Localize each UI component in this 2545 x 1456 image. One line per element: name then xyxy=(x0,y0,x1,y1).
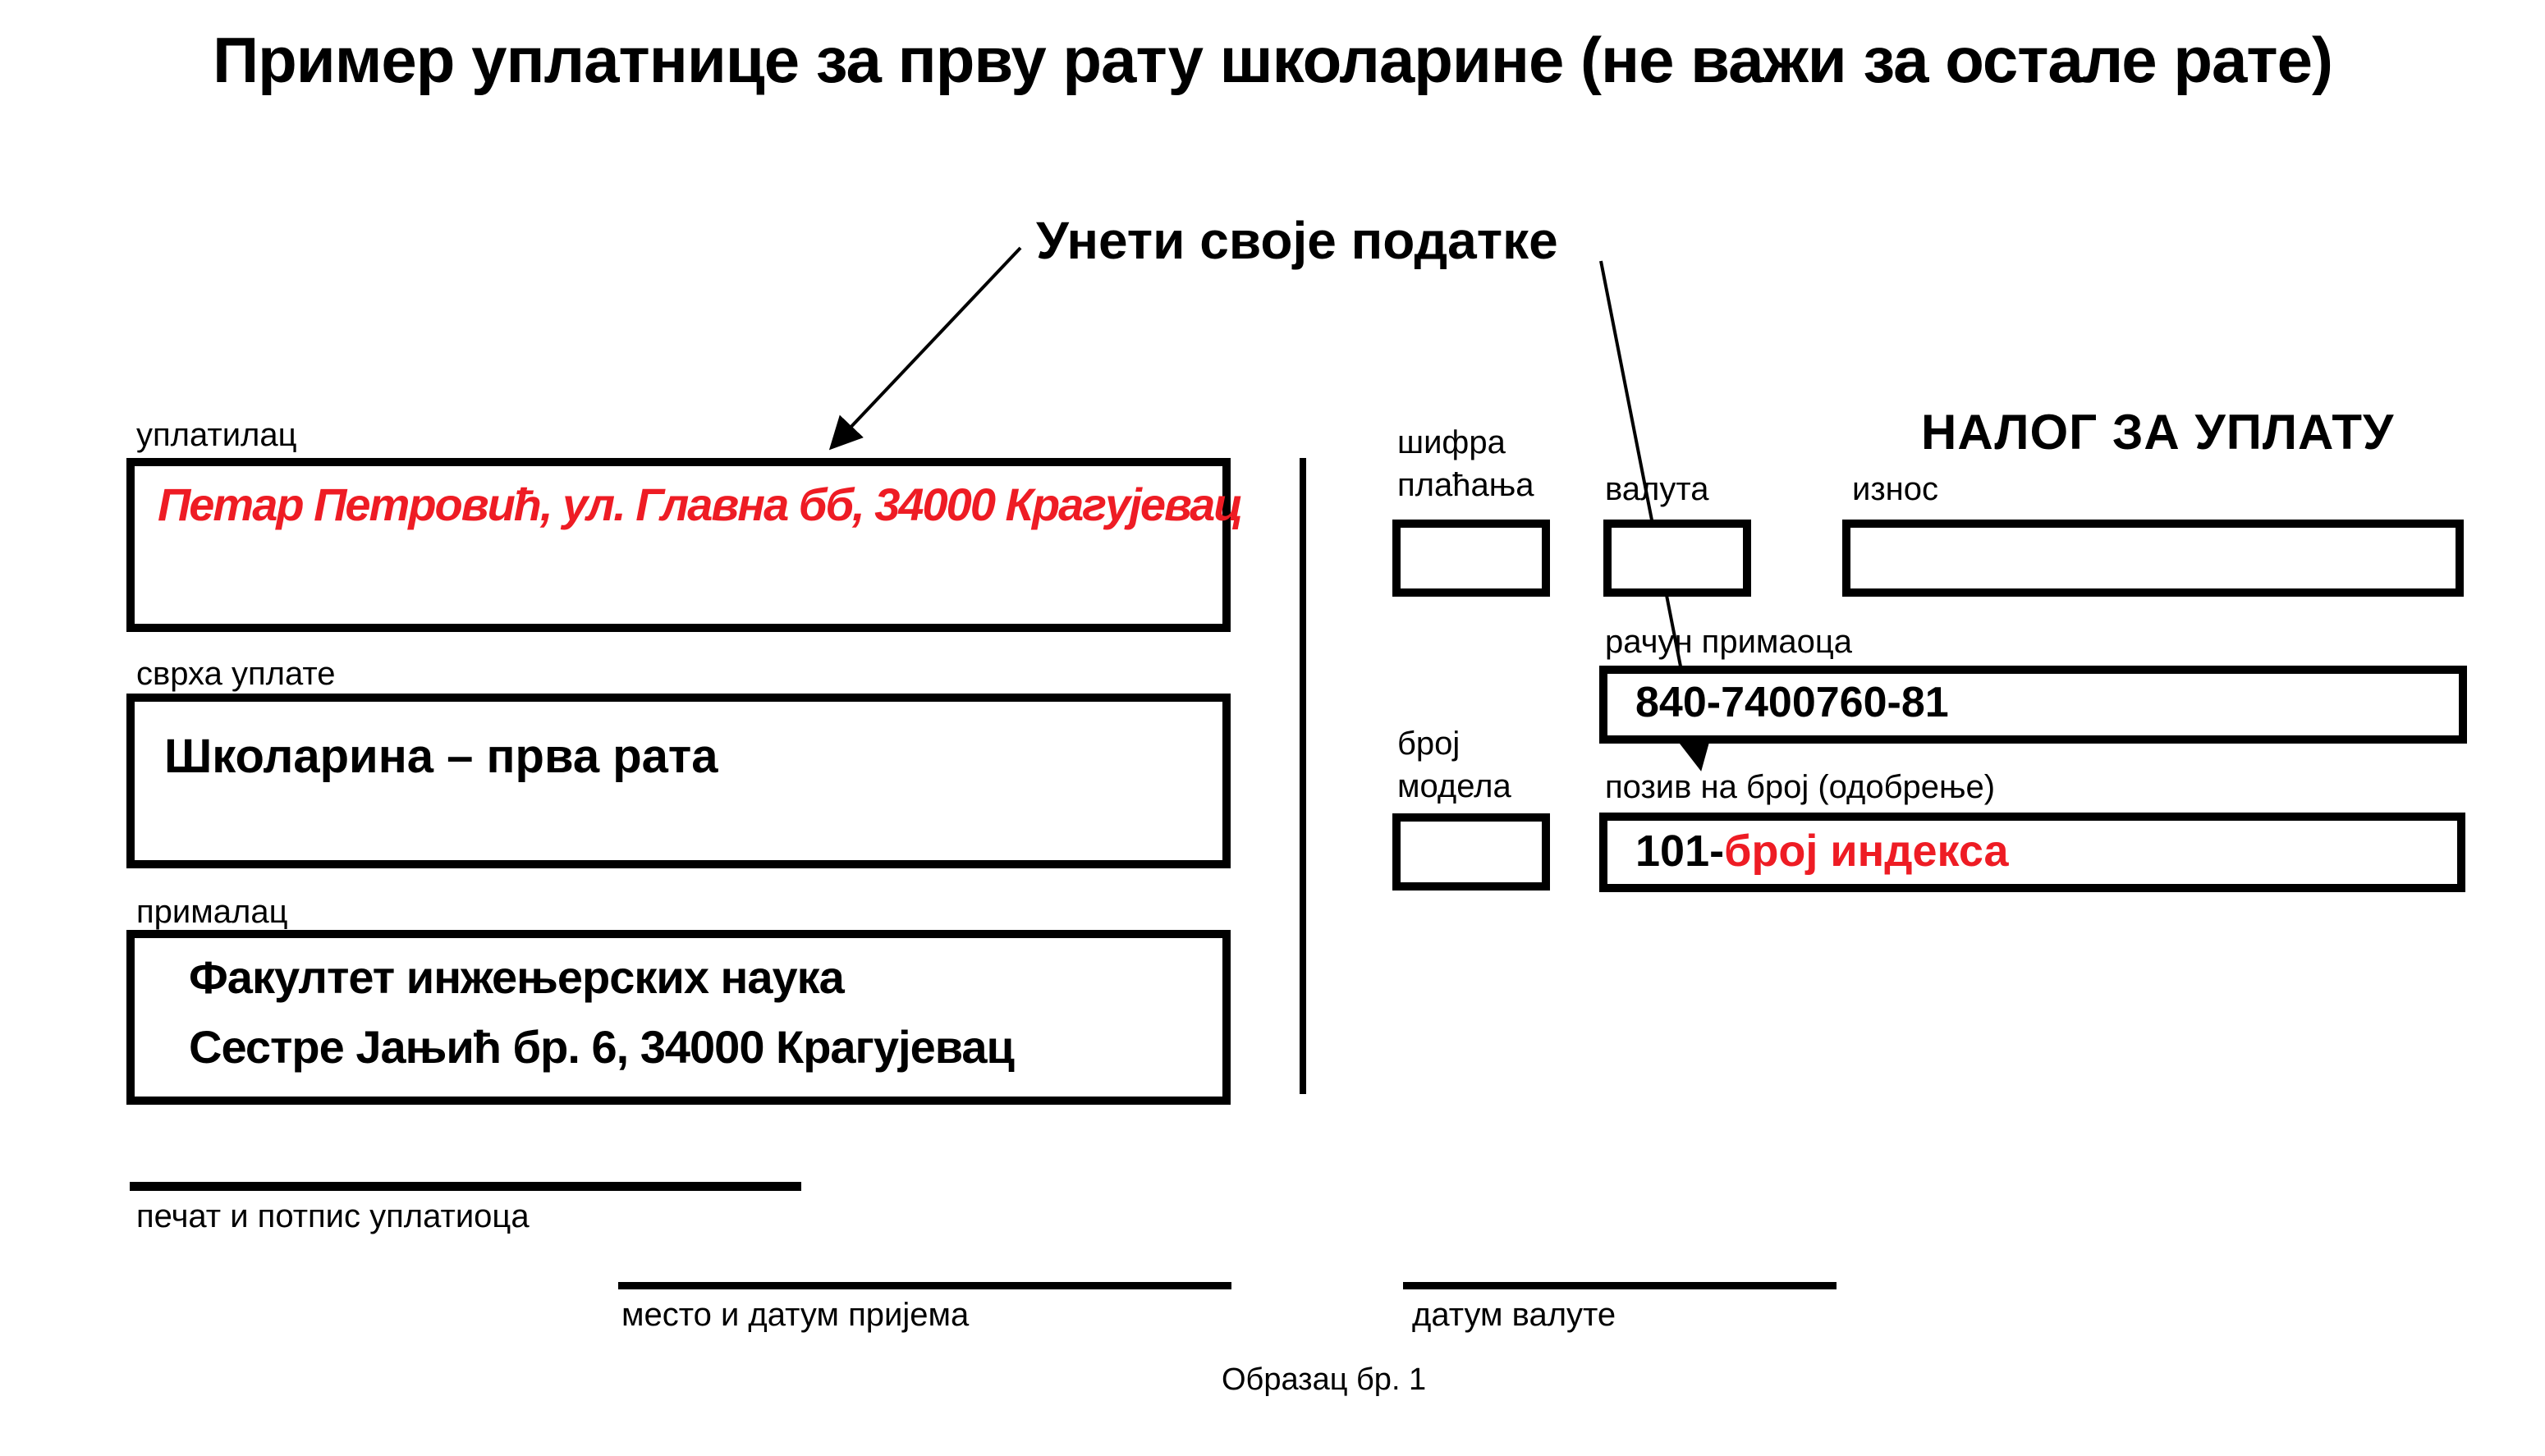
annotation-note: Унети своје податке xyxy=(1036,211,1558,270)
place-date-label: место и датум пријема xyxy=(621,1297,970,1333)
purpose-label: сврха уплате xyxy=(136,656,336,692)
payment-code-label: шифра плаћања xyxy=(1397,421,1534,506)
recipient-value-line2: Сестре Јањић бр. 6, 34000 Крагујевац xyxy=(189,1021,1015,1073)
payment-code-label-line1: шифра xyxy=(1397,424,1506,460)
reference-field-box xyxy=(1599,813,2465,892)
amount-label: износ xyxy=(1852,471,1939,507)
model-label-line2: модела xyxy=(1397,768,1511,804)
payment-code-label-line2: плаћања xyxy=(1397,467,1534,503)
arrow-to-payer-field xyxy=(828,246,1022,451)
model-field-box xyxy=(1392,813,1550,891)
reference-value-index: број индекса xyxy=(1724,826,2009,876)
currency-label: валута xyxy=(1605,471,1709,507)
currency-field-box xyxy=(1603,520,1751,597)
stamp-signature-label: печат и потпис уплатиоца xyxy=(136,1198,530,1234)
value-date-line xyxy=(1403,1282,1837,1289)
account-value: 840-7400760-81 xyxy=(1635,679,1949,726)
payment-code-field-box xyxy=(1392,520,1550,597)
amount-field-box xyxy=(1842,520,2464,597)
reference-label: позив на број (одобрење) xyxy=(1605,769,1996,805)
payer-label: уплатилац xyxy=(136,417,297,453)
recipient-value-line1: Факултет инжењерских наука xyxy=(189,951,845,1003)
form-number: Образац бр. 1 xyxy=(1222,1362,1427,1397)
column-divider-line xyxy=(1300,458,1306,1094)
purpose-field-box xyxy=(126,694,1231,868)
stamp-signature-line xyxy=(130,1182,801,1191)
purpose-value: Школарина – прва рата xyxy=(164,730,718,783)
recipient-field-box xyxy=(126,930,1231,1105)
value-date-label: датум валуте xyxy=(1412,1297,1616,1333)
reference-value: 101-број индекса xyxy=(1635,826,2009,877)
place-date-line xyxy=(618,1282,1231,1289)
reference-value-prefix: 101- xyxy=(1635,826,1725,876)
account-field-box xyxy=(1599,666,2467,744)
model-label: број модела xyxy=(1397,722,1511,808)
page-title: Пример уплатнице за прву рату школарине … xyxy=(213,24,2333,96)
slip-header: НАЛОГ ЗА УПЛАТУ xyxy=(1921,405,2395,460)
payer-field-box xyxy=(126,458,1231,632)
recipient-label: прималац xyxy=(136,894,288,930)
account-label: рачун примаоца xyxy=(1605,624,1853,660)
payer-value: Петар Петровић, ул. Главна бб, 34000 Кра… xyxy=(158,478,1243,530)
model-label-line1: број xyxy=(1397,726,1461,762)
